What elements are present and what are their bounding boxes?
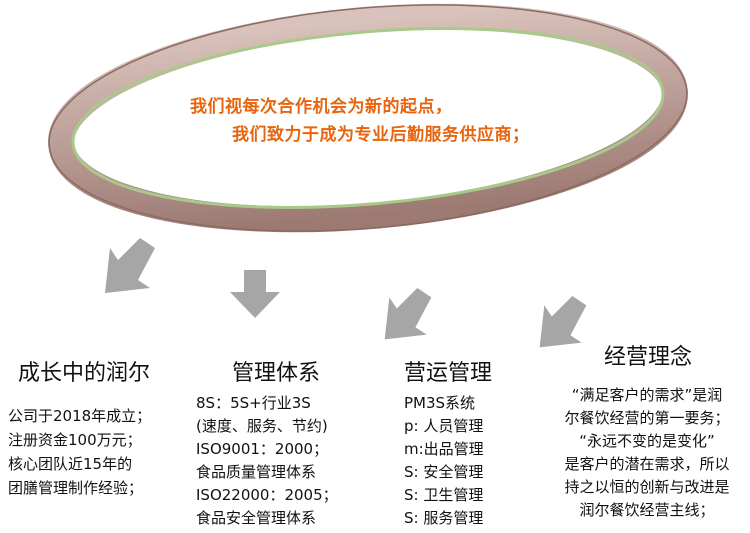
section-operations-text: PM3S系统 p: 人员管理 m:出品管理 S: 安全管理 S: 卫生管理 S:… bbox=[404, 392, 484, 530]
text-line: ISO9001：2000； bbox=[196, 440, 329, 458]
arrow-down-icon bbox=[230, 270, 280, 318]
text-line: S: 卫生管理 bbox=[404, 486, 484, 504]
text-line: p: 人员管理 bbox=[404, 417, 484, 435]
section-heading-operations: 营运管理 bbox=[404, 361, 493, 386]
text-line: 公司于2018年成立； bbox=[8, 407, 152, 425]
text-line: 核心团队近15年的 bbox=[8, 455, 133, 473]
text-line: m:出品管理 bbox=[404, 440, 484, 458]
section-growth-text: 公司于2018年成立； 注册资金100万元； 核心团队近15年的 团膳管理制作经… bbox=[8, 404, 151, 500]
text-line: 是客户的潜在需求，所以 bbox=[564, 455, 730, 473]
arrow-down-left-icon bbox=[384, 288, 432, 340]
text-line: 尔餐饮经营的第一要务； bbox=[564, 409, 730, 427]
text-line: 注册资金100万元； bbox=[8, 431, 142, 449]
ring-graphic bbox=[48, 3, 688, 233]
section-heading-growth: 成长中的润尔 bbox=[18, 361, 151, 386]
text-line: “永远不变的是变化” bbox=[579, 432, 715, 450]
text-line: 团膳管理制作经验； bbox=[8, 479, 144, 497]
section-heading-philosophy: 经营理念 bbox=[604, 345, 693, 370]
text-line: “满足客户的需求”是润 bbox=[571, 386, 723, 404]
section-philosophy-text: “满足客户的需求”是润 尔餐饮经营的第一要务； “永远不变的是变化” 是客户的潜… bbox=[552, 384, 742, 522]
text-line: PM3S系统 bbox=[404, 394, 476, 412]
text-line: 持之以恒的创新与改进是 bbox=[564, 478, 730, 496]
text-line: 食品质量管理体系 bbox=[196, 463, 317, 481]
arrow-down-left-icon bbox=[105, 238, 155, 293]
text-line: 润尔餐饮经营主线； bbox=[579, 501, 715, 519]
section-management-text: 8S：5S+行业3S (速度、服务、节约) ISO9001：2000； 食品质量… bbox=[196, 392, 338, 530]
text-line: S: 安全管理 bbox=[404, 463, 484, 481]
slogan-line-1: 我们视每次合作机会为新的起点， bbox=[190, 97, 453, 117]
text-line: 8S：5S+行业3S bbox=[196, 394, 311, 412]
text-line: ISO22000：2005； bbox=[196, 486, 338, 504]
text-line: 食品安全管理体系 bbox=[196, 509, 317, 527]
section-heading-management: 管理体系 bbox=[232, 361, 321, 386]
slogan-line-2: 我们致力于成为专业后勤服务供应商； bbox=[232, 125, 530, 145]
text-line: S: 服务管理 bbox=[404, 509, 484, 527]
text-line: (速度、服务、节约) bbox=[196, 417, 328, 435]
arrow-down-left-icon bbox=[539, 296, 587, 348]
